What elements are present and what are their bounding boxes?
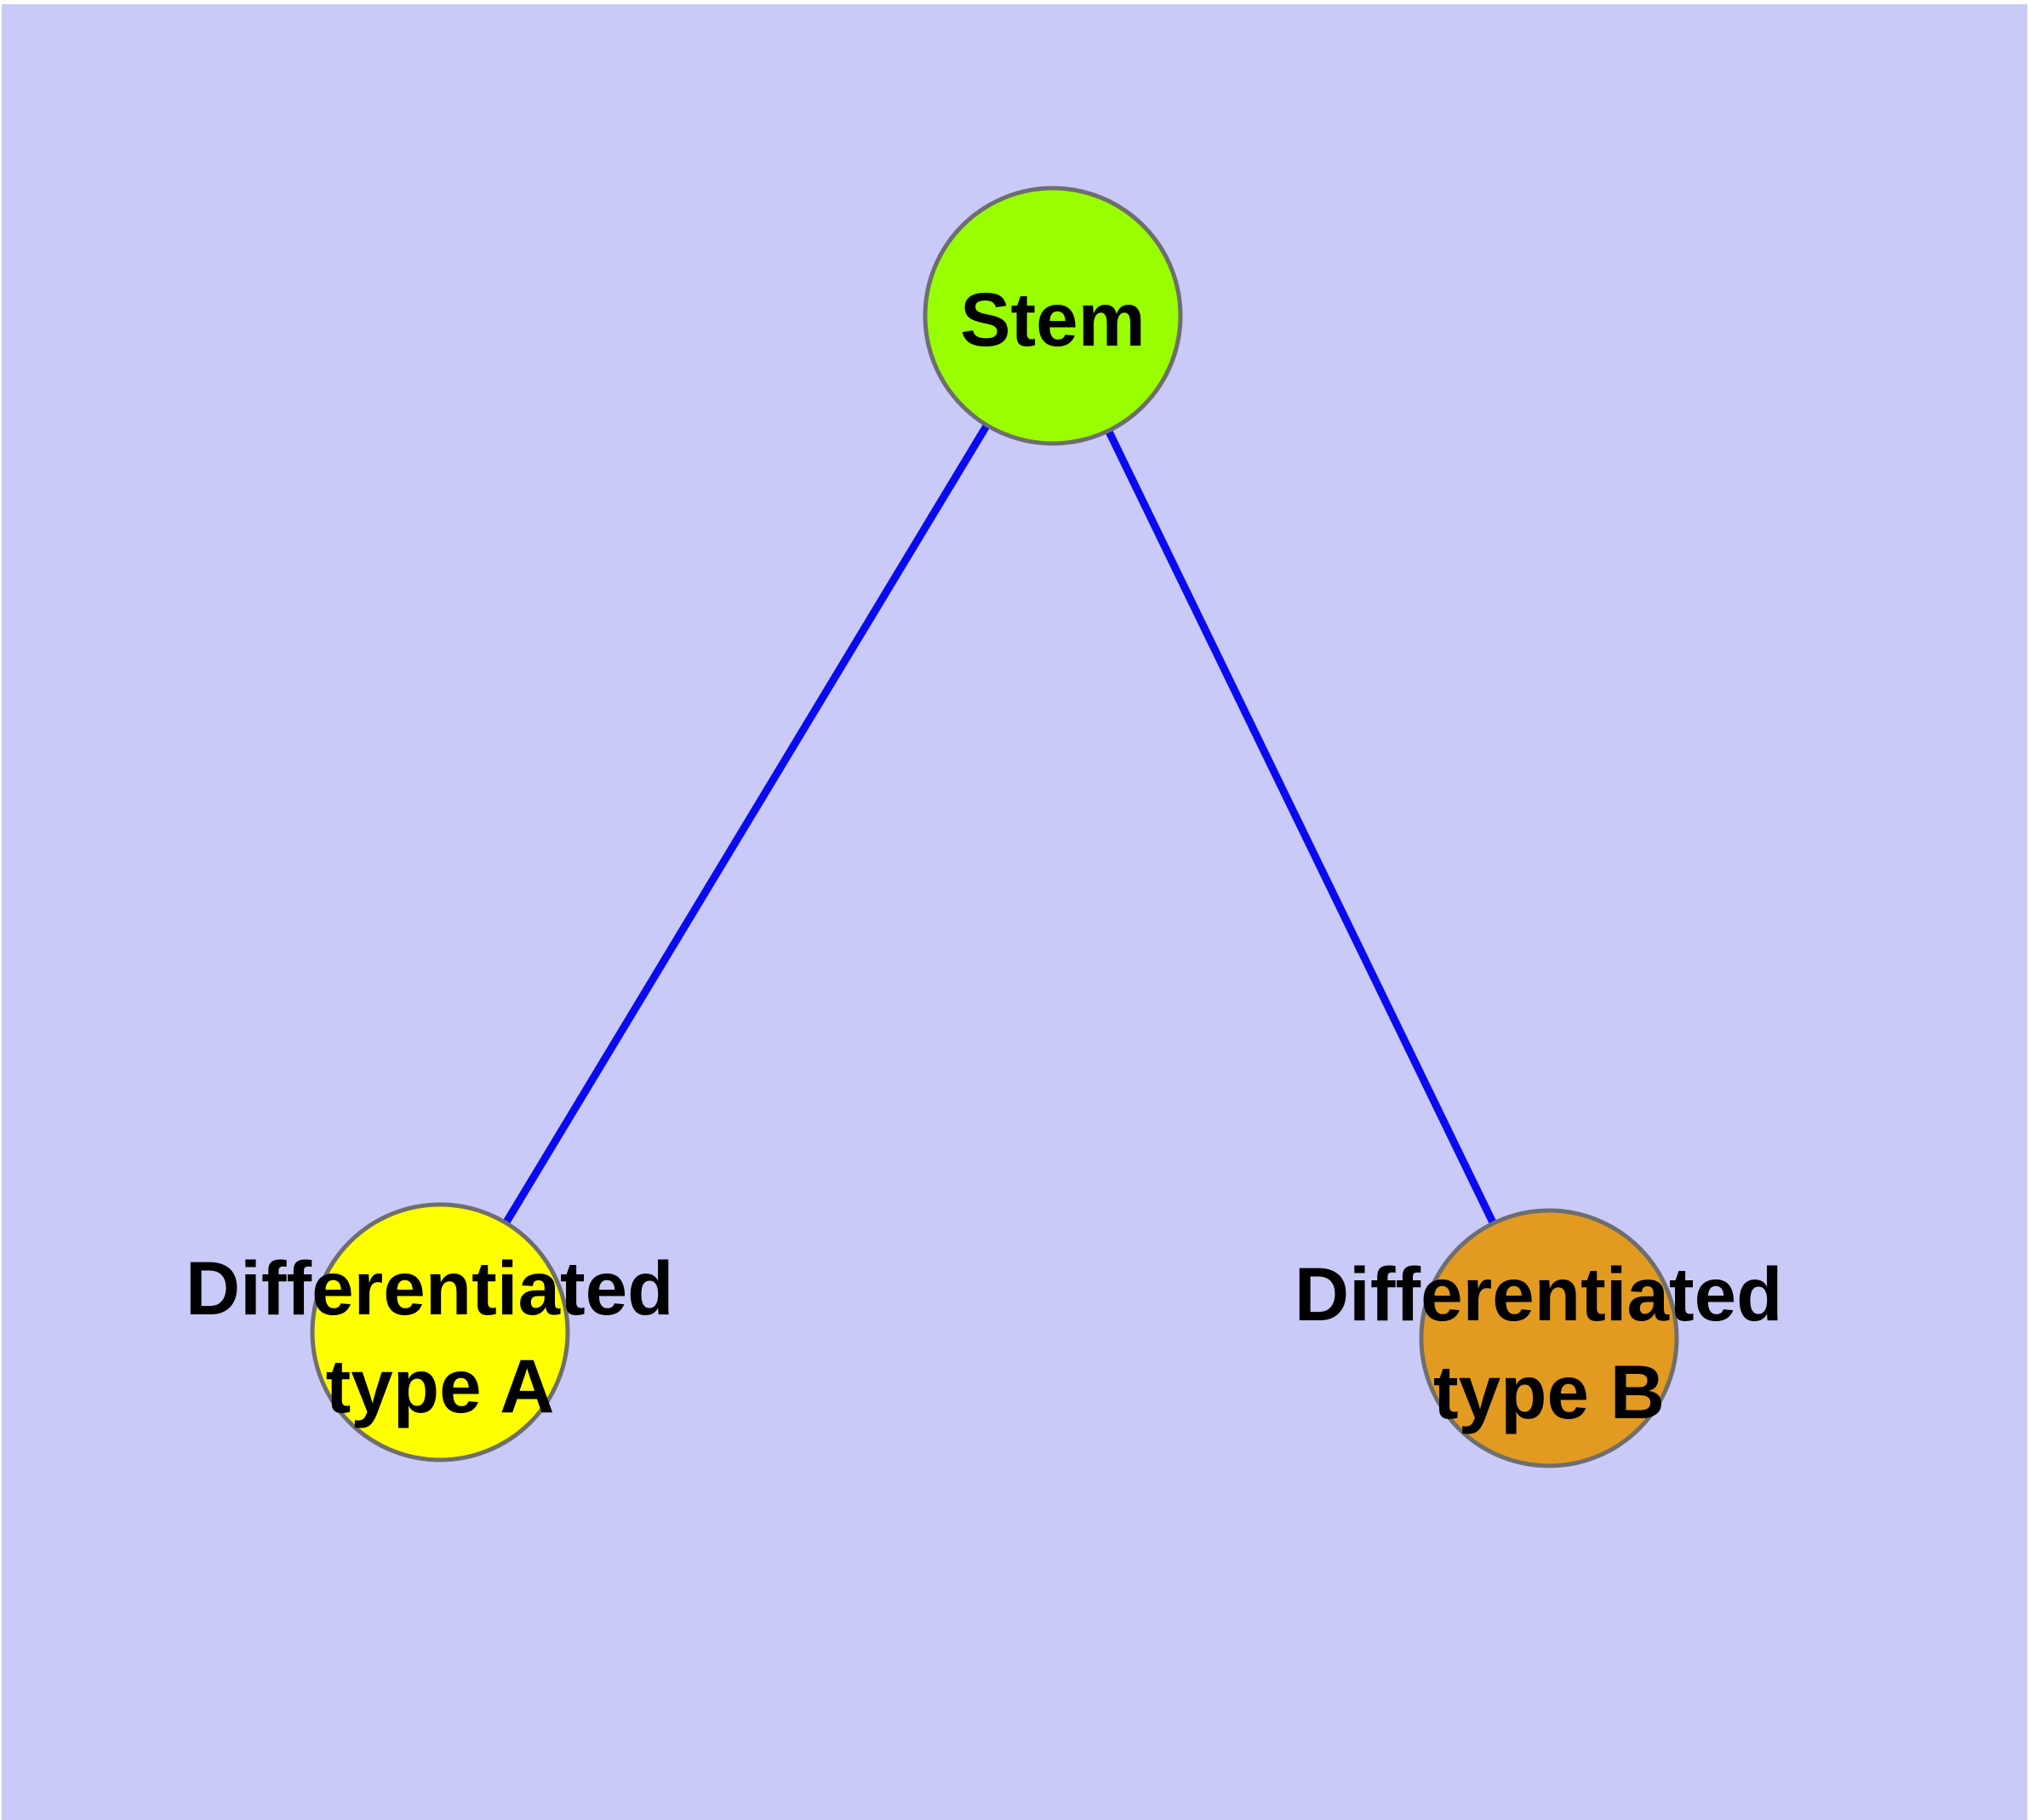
node-differentiated-type-b-label-line-1: Differentiated [1295,1251,1783,1336]
node-differentiated-type-b-label-line-2: type B [1433,1349,1665,1434]
node-stem-label: Stem [960,277,1146,362]
node-differentiated-type-b-label: Differentiated type B [1295,1251,1803,1434]
edge-stem-to-type-a [437,313,1056,1335]
node-stem [923,186,1183,446]
node-stem-label-line-1: Stem [960,277,1146,362]
node-differentiated-type-a-label: Differentiated type A [186,1245,694,1428]
edge-stem-to-type-b [1049,314,1553,1340]
node-differentiated-type-a [310,1202,570,1462]
node-differentiated-type-a-label-line-1: Differentiated [186,1245,674,1331]
node-differentiated-type-a-label-line-2: type A [326,1343,555,1428]
node-differentiated-type-b [1419,1208,1679,1468]
